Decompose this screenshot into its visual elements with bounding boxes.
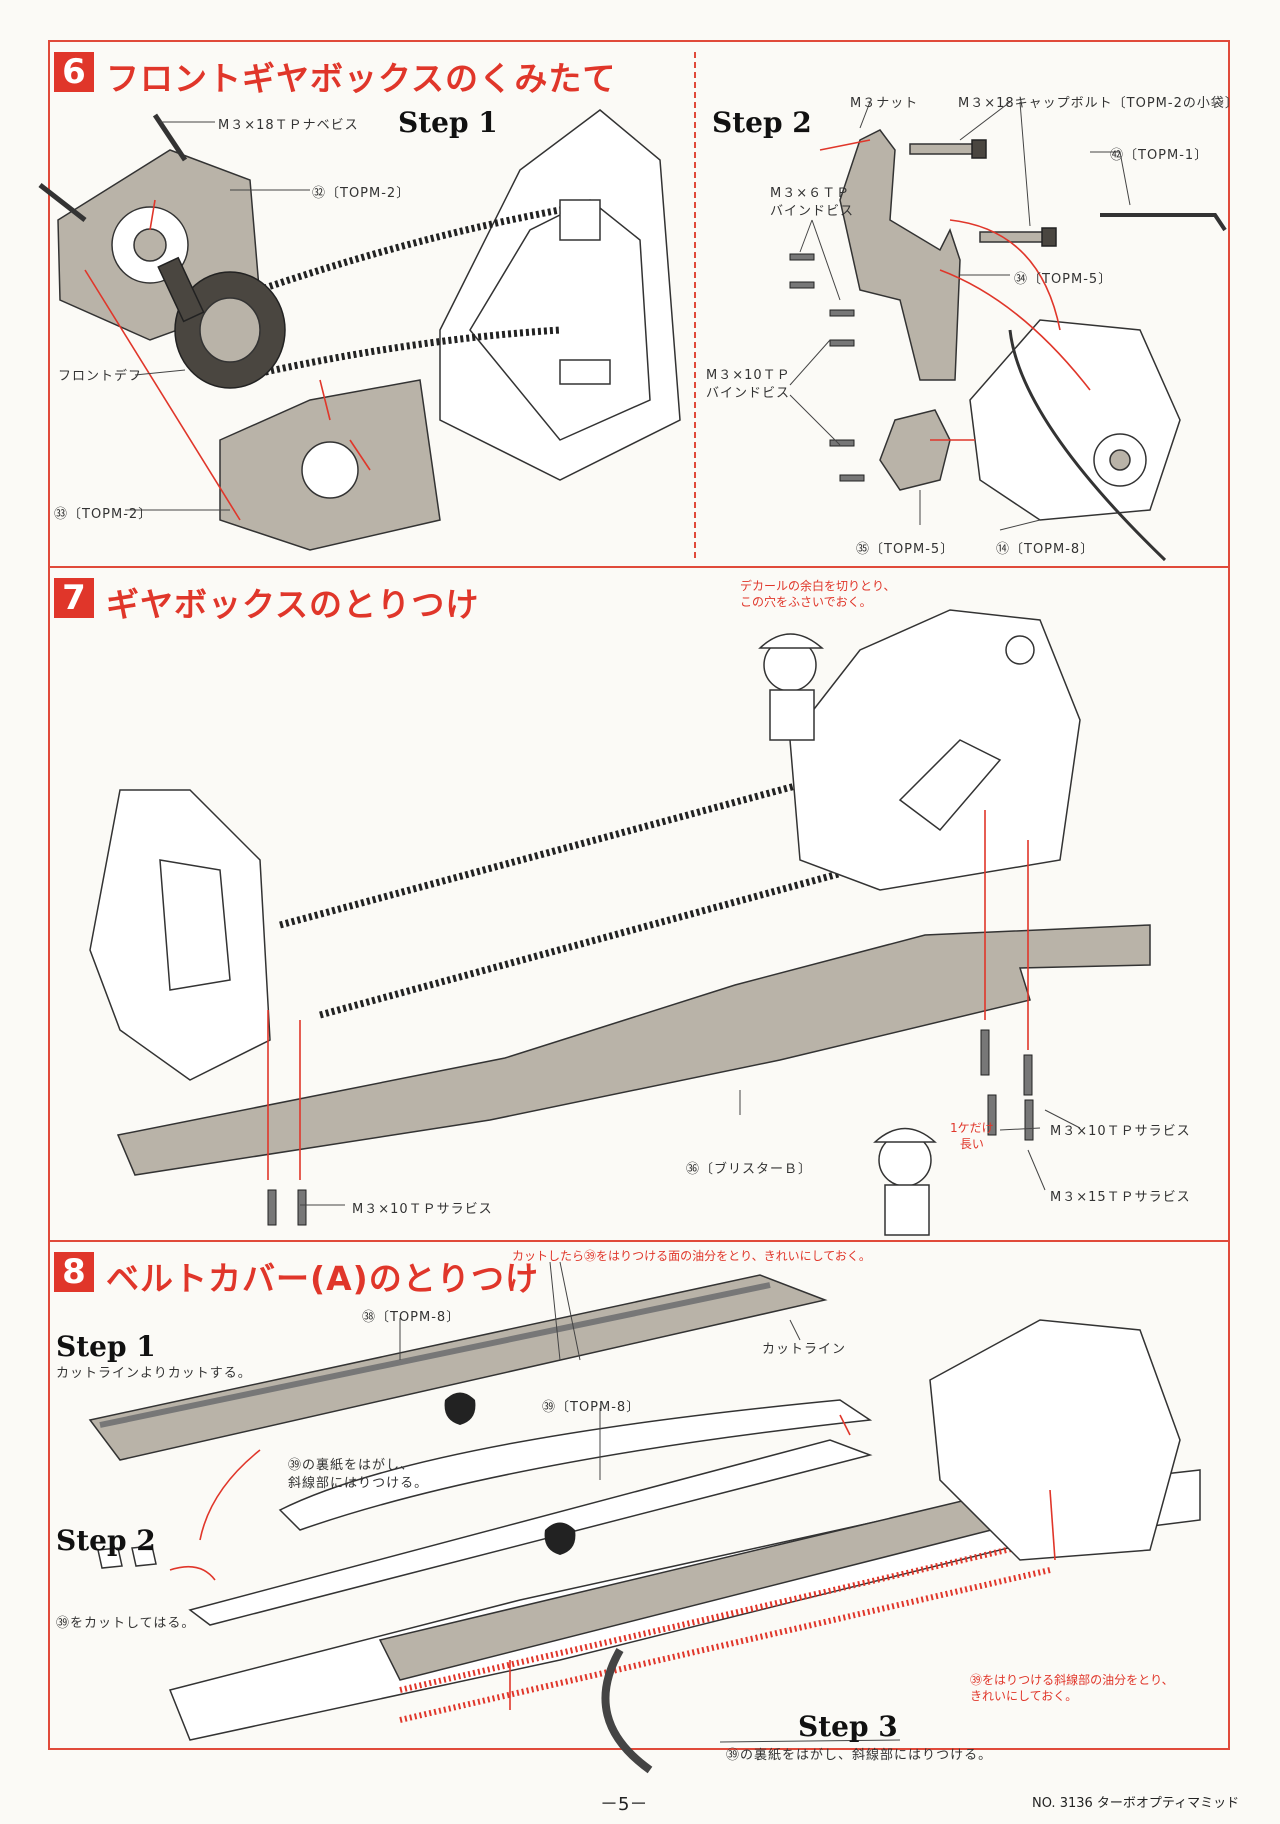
label-bind-screw-10: バインドビス [706,386,791,401]
clean-surface-note: カットしたら㊴をはりつける面の油分をとり、きれいにしておく。 [512,1249,871,1263]
label-part-36: ㊱〔ブリスターＢ〕 [686,1162,813,1177]
step-divider [694,52,696,558]
front-gearbox-step1-illustration [38,109,681,551]
section-number-7: 7 [54,578,94,618]
label-part-35: ㉟〔TOPM-5〕 [856,542,955,557]
peel-note-line1: ㊴の裏紙をはがし、 [288,1458,415,1473]
front-gearbox-step2-illustration [789,101,1227,562]
only-one-note-line2: 長い [959,1137,984,1151]
label-part-32: ㉜〔TOPM-2〕 [312,186,411,201]
s6-step2-label: Step 2 [712,106,812,139]
oil-note-line2: きれいにしておく。 [970,1689,1078,1703]
section-title-6: フロントギヤボックスのくみたて [106,59,617,98]
s8-step1-text: カットラインよりカットする。 [56,1366,252,1381]
page-number: －5－ [600,1794,648,1815]
label-part-38: ㊳〔TOPM-8〕 [362,1310,461,1325]
section-divider-7-8 [48,1240,1230,1242]
label-m3x15-flat-screw: M３×15ＴＰサラビス [1050,1190,1191,1205]
label-m3x10-flat-screw-left: M３×10ＴＰサラビス [352,1202,493,1217]
label-part-62: ㊷〔TOPM-1〕 [1110,148,1209,163]
only-one-long-note: 1ケだけ 長い [950,1120,994,1152]
peel-note-line2: 斜線部にはりつける。 [288,1476,429,1491]
section-number-6: 6 [54,52,94,92]
label-m3-nut: M３ナット [850,96,919,111]
label-part-34: ㉞〔TOPM-5〕 [1014,272,1113,287]
label-cut-line: カットライン [762,1342,847,1357]
s8-step1-label: Step 1 [56,1330,156,1363]
section-title-8: ベルトカバー(A)のとりつけ [106,1259,540,1298]
label-m3x10-flat-screw-right: M３×10ＴＰサラビス [1050,1124,1191,1139]
s8-step3-text: ㊴の裏紙をはがし、斜線部にはりつける。 [726,1748,993,1763]
decal-note-line1: デカールの余白を切りとり、 [740,579,896,593]
page-frame [48,40,1230,1750]
s8-step2-text: ㊴をカットしてはる。 [56,1616,196,1631]
s8-step3-label: Step 3 [798,1710,898,1743]
label-bind-screw-6: バインドビス [770,204,855,219]
oil-note-line1: ㊴をはりつける斜線部の油分をとり、 [970,1673,1174,1687]
section-divider-6-7 [48,566,1230,568]
decal-note: デカールの余白を切りとり、 この穴をふさいでおく。 [740,578,896,610]
s6-step1-label: Step 1 [398,106,498,139]
belt-cover-illustration [88,1261,1201,1774]
label-m3x18-pan-screw: M３×18ＴＰナベビス [218,118,359,133]
gearbox-mount-illustration [89,609,1151,1236]
only-one-note-line1: 1ケだけ [950,1121,994,1135]
label-part-39: ㊴〔TOPM-8〕 [542,1400,641,1415]
model-number: NO. 3136 ターボオプティマミッド [1032,1796,1240,1811]
label-front-diff: フロントデフ [58,369,143,384]
oil-note: ㊴をはりつける斜線部の油分をとり、 きれいにしておく。 [970,1672,1174,1704]
label-m3x10-bind-screw: M３×10ＴＰ [706,368,791,383]
section-title-7: ギヤボックスのとりつけ [106,585,480,624]
label-m3x18-cap-bolt: M３×18キャップボルト〔TOPM-2の小袋〕 [958,96,1239,111]
decal-note-line2: この穴をふさいでおく。 [740,595,872,609]
label-part-33: ㉝〔TOPM-2〕 [54,507,153,522]
section-number-8: 8 [54,1252,94,1292]
s8-step2-label: Step 2 [56,1524,156,1557]
label-part-143: ⑭〔TOPM-8〕 [996,542,1095,557]
label-m3x6-bind-screw: M３×６ＴＰ [770,186,851,201]
